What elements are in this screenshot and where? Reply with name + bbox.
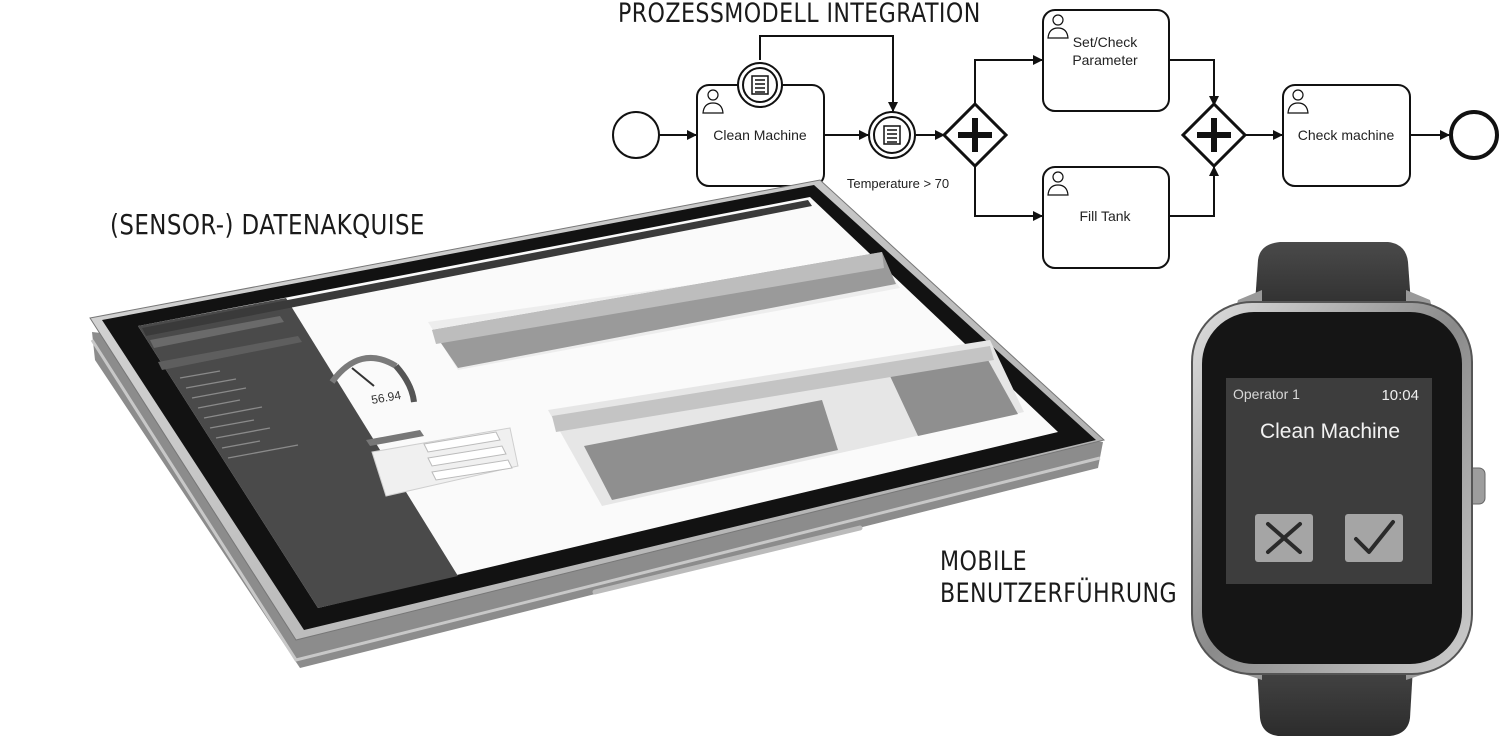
x-icon	[1266, 522, 1302, 554]
user-task-icon	[1287, 89, 1309, 114]
task-set-label-line1: Set/Check	[1073, 34, 1139, 50]
task-check-machine-label: Check machine	[1298, 127, 1395, 143]
check-icon	[1354, 520, 1395, 554]
task-fill-tank-label: Fill Tank	[1079, 208, 1131, 224]
task-set-label-line2: Parameter	[1072, 52, 1138, 68]
task-check-machine: Check machine	[1282, 84, 1411, 187]
sensor-data-heading: (SENSOR-) DATENAKQUISE	[110, 208, 425, 241]
flow-boundary-to-timer	[759, 35, 898, 112]
mobile-guidance-heading: MOBILE BENUTZERFÜHRUNG	[940, 546, 1177, 610]
dashboard-chart-bottom	[548, 340, 1024, 506]
conditional-event-icon	[883, 125, 901, 145]
watch-screen: Operator 1 10:04 Clean Machine	[1226, 378, 1432, 584]
watch-confirm-button[interactable]	[1345, 514, 1403, 562]
watch-reject-button[interactable]	[1255, 514, 1313, 562]
boundary-conditional-event	[737, 62, 783, 108]
tablet-screen: 56.94	[138, 197, 1058, 608]
tablet-device: 56.94	[89, 179, 1106, 668]
dashboard-chart-top	[428, 252, 900, 370]
task-clean-machine-label: Clean Machine	[713, 127, 807, 143]
plus-icon	[1197, 118, 1231, 152]
mobile-heading-line2: BENUTZERFÜHRUNG	[940, 578, 1178, 609]
intermediate-conditional-event	[868, 111, 916, 159]
watch-task-title: Clean Machine	[1260, 420, 1400, 443]
gauge-widget: 56.94	[329, 355, 417, 407]
process-model-heading: PROZESSMODELL INTEGRATION	[618, 0, 981, 29]
flow-gateway-to-set	[974, 55, 1043, 104]
sidebar-tree-list	[179, 370, 299, 459]
conditional-event-icon	[751, 75, 769, 95]
parallel-gateway-split	[941, 101, 1009, 169]
mobile-heading-line1: MOBILE	[940, 546, 1028, 577]
bpmn-process-diagram: Clean Machine Temperature > 70	[612, 9, 1499, 269]
gauge-value: 56.94	[370, 388, 402, 407]
condition-label: Temperature > 70	[847, 176, 949, 191]
watch-operator-label: Operator 1	[1233, 386, 1300, 402]
flow-fill-to-join	[1169, 166, 1219, 217]
start-event	[612, 111, 660, 159]
watch-time: 10:04	[1381, 387, 1419, 404]
watch-strap-top	[1254, 242, 1412, 318]
end-event	[1449, 110, 1499, 160]
user-task-icon	[702, 89, 724, 114]
dashboard-form-panel	[366, 427, 519, 497]
user-task-icon	[1047, 14, 1069, 39]
smartwatch-device: Operator 1 10:04 Clean Machine	[1191, 242, 1486, 736]
flow-gateway-to-fill	[974, 166, 1043, 221]
user-task-icon	[1047, 171, 1069, 196]
dashboard-sidebar	[138, 298, 458, 608]
flow-set-to-join	[1169, 59, 1219, 106]
task-fill-tank: Fill Tank	[1042, 166, 1170, 269]
parallel-gateway-join	[1180, 101, 1248, 169]
plus-icon	[958, 118, 992, 152]
task-set-check-parameter: Set/Check Parameter	[1042, 9, 1170, 112]
